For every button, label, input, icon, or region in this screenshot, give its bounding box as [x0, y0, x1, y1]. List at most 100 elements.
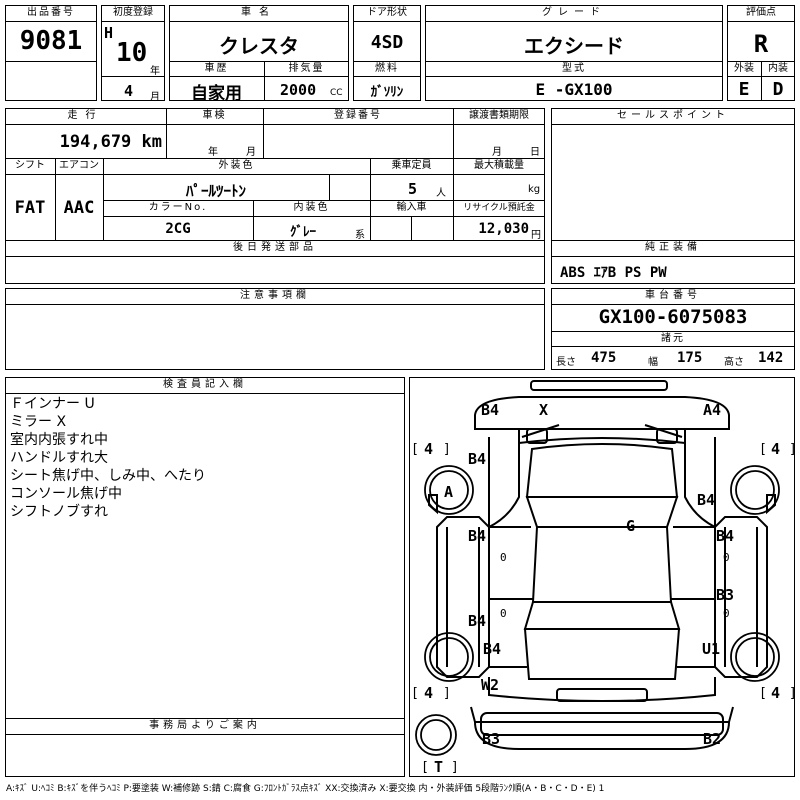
load-label: 最大積載量 [474, 160, 524, 171]
chassis-box [551, 288, 795, 370]
score-label: 評価点 [746, 7, 776, 18]
car-name: クレスタ [219, 34, 299, 58]
damage-mark: B4 [716, 527, 735, 545]
history-label: 車歴 [204, 63, 229, 74]
transfer-label: 譲渡書類期限 [469, 110, 529, 121]
cc-unit: CC [330, 88, 343, 98]
height: 142 [758, 350, 784, 366]
first-reg-box [101, 5, 165, 101]
color-no-label: カラーNo. [148, 202, 208, 213]
chassis-label: 車台番号 [645, 290, 701, 301]
inspector-note: 室内内張すれ中 [10, 432, 108, 448]
damage-mark: A4 [703, 401, 722, 419]
displacement: 2000 [280, 81, 317, 99]
door-label: ドア形状 [367, 7, 407, 18]
exterior-color: ﾊﾟｰﾙﾂｰﾄﾝ [185, 182, 246, 200]
grade-label: グレード [542, 7, 606, 18]
spare-tire: T [434, 758, 444, 776]
damage-mark: G [626, 517, 636, 535]
lot-label: 出品番号 [27, 7, 75, 18]
transfer-month: 月 [492, 147, 502, 158]
grade-box [425, 5, 723, 101]
damage-mark: B3 [716, 586, 735, 604]
svg-text:]: ] [789, 442, 795, 457]
mileage-label: 走行 [67, 110, 104, 121]
info-box [5, 108, 545, 284]
caution-label: 注意事項欄 [240, 290, 310, 301]
damage-mark: B4 [468, 527, 487, 545]
recycle-label: リサイクル預託金 [463, 203, 535, 213]
svg-text:[: [ [411, 686, 419, 701]
svg-text:]: ] [451, 760, 459, 775]
history: 自家用 [191, 84, 242, 104]
damage-mark: B4 [468, 450, 487, 468]
inspector-note: コンソール焦げ中 [10, 486, 122, 502]
damage-mark: B4 [481, 401, 500, 419]
interior-unit: 系 [355, 230, 365, 241]
reg-label: 登録番号 [334, 110, 382, 121]
svg-text:]: ] [443, 686, 451, 701]
recycle-fee: 12,030 [478, 221, 529, 237]
capacity: 5 [408, 180, 418, 198]
inspector-note: ハンドルすれ大 [10, 450, 108, 466]
inspector-label: 検査員記入欄 [163, 379, 247, 390]
year-unit: 年 [150, 66, 160, 77]
width: 175 [677, 350, 703, 366]
load-unit: kg [528, 184, 541, 195]
color-label: 外装色 [218, 160, 255, 171]
tire-fr: 4 [771, 440, 781, 458]
damage-mark: B2 [703, 730, 722, 748]
svg-text:[: [ [411, 442, 419, 457]
office-label: 事務局よりご案内 [149, 720, 261, 731]
model: E -GX100 [535, 80, 613, 99]
damage-mark: U1 [702, 640, 721, 658]
car-label: 車名 [241, 7, 277, 18]
tire-fl: 4 [424, 440, 434, 458]
svg-text:]: ] [443, 442, 451, 457]
equip-label: 純正装備 [645, 242, 701, 253]
door-zero: 0 [500, 551, 507, 564]
damage-mark: B4 [468, 612, 487, 630]
damage-mark: A [444, 483, 454, 501]
door-box [353, 5, 421, 101]
inspector-note: Ｆインナー U [10, 396, 95, 412]
ac: AAC [63, 198, 95, 218]
fuel-label: 燃料 [375, 63, 399, 74]
door-zero: 0 [723, 607, 730, 620]
sales-box [551, 108, 795, 284]
length: 475 [591, 350, 617, 366]
shift: FAT [14, 198, 46, 218]
inspector-note: シフトノブすれ [10, 504, 108, 520]
grade: エクシード [524, 34, 624, 58]
damage-mark: W2 [481, 676, 500, 694]
displacement-label: 排気量 [288, 63, 325, 74]
recycle-unit: 円 [531, 230, 541, 241]
height-label: 高さ [724, 357, 744, 368]
chassis-number: GX100-6075083 [598, 306, 748, 328]
later-parts-label: 後日発送部品 [233, 242, 317, 253]
capacity-label: 乗車定員 [391, 160, 432, 171]
legend: A:ｷｽﾞ U:ﾍｺﾐ B:ｷｽﾞを伴うﾍｺﾐ P:要塗装 W:補修跡 S:錆 … [6, 784, 605, 794]
import-label: 輸入車 [396, 202, 427, 213]
ext-label: 外装 [734, 63, 754, 74]
damage-mark: X [539, 401, 549, 419]
int-label: 内装 [768, 63, 788, 74]
ext-grade: E [738, 79, 750, 100]
inspector-box [5, 377, 405, 777]
svg-text:[: [ [759, 442, 767, 457]
damage-mark: B4 [483, 640, 502, 658]
month-unit: 月 [150, 92, 160, 103]
inspection-year: 年 [208, 147, 218, 158]
ac-label: エアコン [59, 160, 99, 171]
door-type: 4SD [370, 32, 404, 53]
tire-rr: 4 [771, 684, 781, 702]
length-label: 長さ [556, 357, 576, 368]
door-zero: 0 [500, 607, 507, 620]
lot-box [5, 5, 97, 101]
width-label: 幅 [648, 357, 658, 368]
damage-mark: B4 [697, 491, 716, 509]
score: R [753, 30, 769, 58]
svg-text:]: ] [789, 686, 795, 701]
car-box [169, 5, 349, 101]
door-zero: 0 [723, 551, 730, 564]
